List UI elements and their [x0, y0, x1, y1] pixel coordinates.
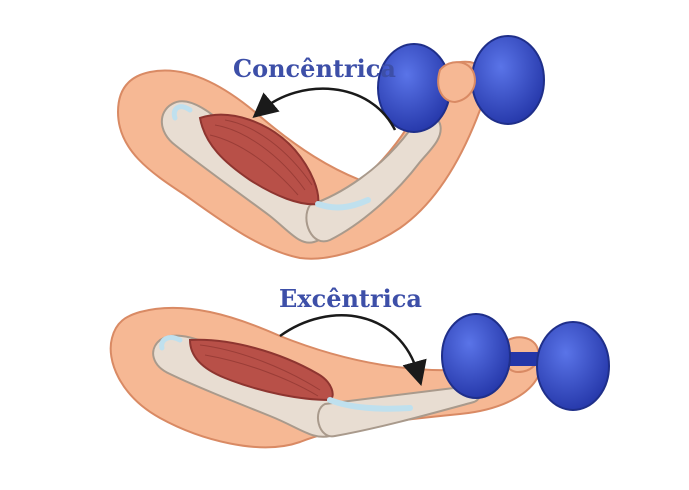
- tendon-bottom: [327, 397, 413, 412]
- tendon-top: [315, 197, 371, 211]
- label-eccentric: Excêntrica: [279, 284, 422, 313]
- tendon-shoulder-top: [171, 104, 193, 121]
- curved-arrow-right: [279, 314, 427, 387]
- muscle-fibers-bottom: [199, 344, 321, 397]
- hand-top: [437, 61, 476, 104]
- tendon-shoulder-bottom: [159, 335, 183, 351]
- arm-concentric: Concêntrica: [116, 35, 545, 260]
- curved-arrow-left: [252, 87, 397, 131]
- arm-eccentric: Excêntrica: [109, 284, 610, 449]
- label-concentric: Concêntrica: [233, 54, 396, 83]
- dumbbell-icon: [441, 313, 610, 411]
- muscle-fibers-top: [209, 119, 313, 196]
